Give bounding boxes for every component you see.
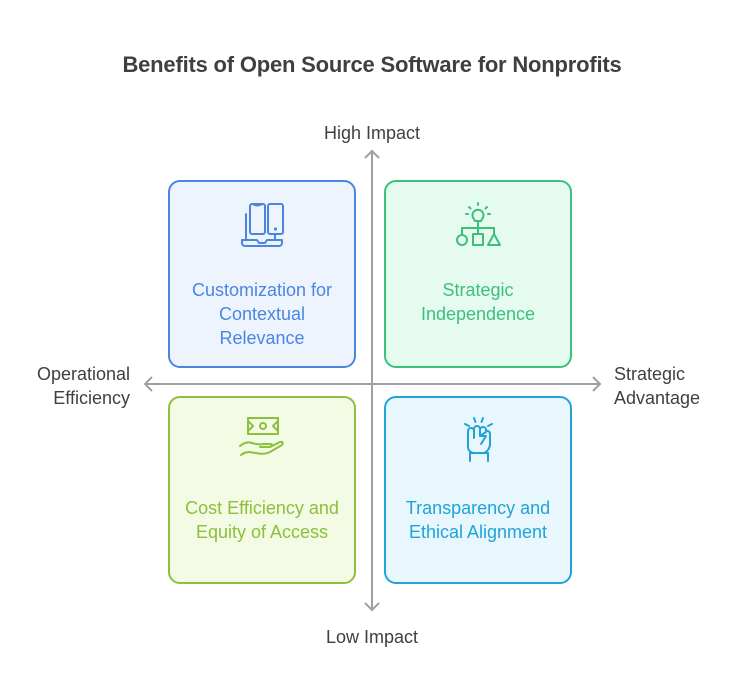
devices-icon: [241, 203, 284, 247]
money-hand-icon: [239, 417, 284, 456]
quadrant-cost-efficiency: Cost Efficiency and Equity of Access: [168, 396, 356, 584]
arrow-right-icon: [592, 376, 602, 392]
strategy-lightbulb-shapes-icon: [456, 202, 501, 246]
arrow-up-icon: [364, 149, 380, 159]
quadrant-label: Transparency and Ethical Alignment: [405, 498, 551, 542]
quadrant-transparency: Transparency and Ethical Alignment: [384, 396, 572, 584]
arrow-left-icon: [143, 376, 153, 392]
quadrant-label: Customization for Contextual Relevance: [191, 280, 333, 348]
quadrant-customization: Customization for Contextual Relevance: [168, 180, 356, 368]
axis-label-top: High Impact: [323, 123, 421, 143]
diagram-title: Benefits of Open Source Software for Non…: [122, 52, 622, 77]
axis-label-left: Operational Efficiency: [36, 364, 130, 408]
quadrant-strategic-independence: Strategic Independence: [384, 180, 572, 368]
axis-label-right: Strategic Advantage: [614, 364, 701, 408]
arrow-down-icon: [364, 602, 380, 612]
quadrant-label: Cost Efficiency and Equity of Access: [185, 498, 339, 542]
axis-label-bottom: Low Impact: [325, 627, 419, 647]
quadrant-label: Strategic Independence: [420, 280, 536, 324]
raised-fist-icon: [464, 417, 493, 462]
